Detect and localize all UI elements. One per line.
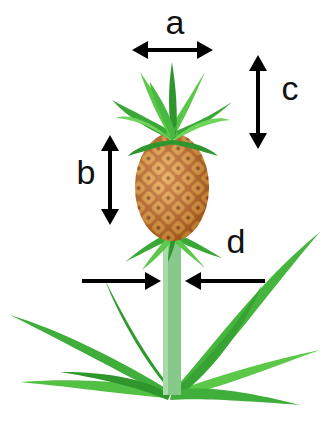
stem — [163, 235, 181, 395]
dimension-label: d — [227, 224, 246, 258]
dimension-label: a — [166, 5, 185, 39]
dimension-label: b — [77, 155, 96, 189]
base-leaves — [10, 232, 320, 405]
dimension-arrows — [82, 41, 267, 290]
pineapple-crown — [112, 62, 232, 156]
dimension-label: c — [282, 71, 299, 105]
